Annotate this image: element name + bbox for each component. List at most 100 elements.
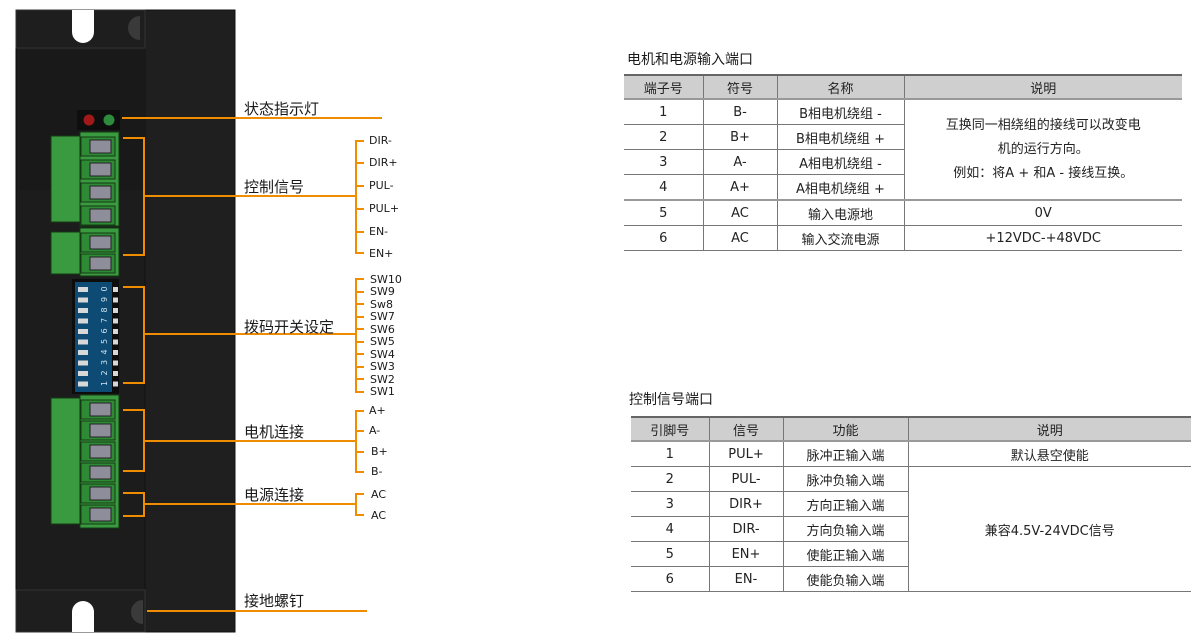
- cell-function: 脉冲负输入端: [782, 466, 909, 492]
- cell-function: 方向正输入端: [782, 491, 908, 517]
- dip-number: 3: [100, 360, 109, 365]
- sw-label: SW5: [370, 335, 395, 348]
- dip-number: 2: [100, 370, 109, 375]
- pin-label: PUL-: [369, 179, 394, 192]
- dip-toggle: 8: [78, 307, 118, 313]
- table-row: 3 A- A相电机绕组 -: [624, 149, 1182, 175]
- pin-label: B-: [371, 465, 383, 478]
- description-line: 互换同一相绕组的接线可以改变电: [945, 117, 1141, 133]
- dip-number: 8: [100, 307, 109, 312]
- dip-number: 4: [100, 349, 109, 354]
- cell-name: B相电机绕组 +: [776, 124, 904, 150]
- cell-signal: EN+: [708, 541, 784, 567]
- bracket-motor-right: [355, 410, 362, 473]
- cell-pin: 1: [631, 441, 710, 467]
- cell-description-merged: 互换同一相绕组的接线可以改变电 机的运行方向。 例如：将A + 和A - 接线互…: [903, 99, 1182, 201]
- dip-toggle: 1: [78, 381, 118, 387]
- red-led-icon: [83, 114, 95, 126]
- dip-toggle: 4: [78, 349, 118, 355]
- pin-label: DIR+: [369, 156, 398, 169]
- table-row: 1 B- B相电机绕组 - 互换同一相绕组的接线可以改变电 机的运行方向。 例如…: [624, 99, 1182, 201]
- table-row: 4 A+ A相电机绕组 +: [624, 174, 1182, 201]
- table-row: 4 DIR- 方向负输入端: [631, 516, 1191, 542]
- terminal-slot: [80, 136, 116, 157]
- dip-toggle: 5: [78, 339, 118, 345]
- cell-signal: DIR-: [708, 516, 784, 542]
- cell-function: 脉冲正输入端: [782, 441, 909, 467]
- cell-name: A相电机绕组 -: [776, 149, 904, 175]
- terminal-slot: [80, 159, 116, 180]
- power-table: 端子号 符号 名称 说明 1 B- B相电机绕组 - 互换同一相绕组的接线可以改…: [624, 74, 1182, 251]
- pin-label: EN-: [369, 225, 389, 238]
- terminal-slot: [80, 205, 116, 226]
- pin-label: AC: [371, 488, 387, 501]
- dip-toggle: 9: [78, 297, 118, 303]
- terminal-slot: [80, 420, 116, 441]
- cell-description: 0V: [903, 199, 1182, 226]
- table-row: 6 AC 输入交流电源 +12VDC-+48VDC: [624, 225, 1182, 251]
- sw-label: SW6: [370, 323, 395, 336]
- callout-power-connection: 电源连接: [244, 486, 305, 504]
- dip-toggle: 2: [78, 370, 118, 376]
- callout-dip-switch: 拨码开关设定: [244, 318, 335, 336]
- pin-label: DIR-: [369, 134, 392, 147]
- cell-description-merged: 兼容4.5V-24VDC信号: [907, 466, 1191, 592]
- dip-toggle: 3: [78, 360, 118, 366]
- cell-description: +12VDC-+48VDC: [903, 225, 1182, 251]
- dip-toggle: 0: [78, 286, 118, 292]
- terminal-slot: [80, 182, 116, 203]
- callout-ground-screw: 接地螺钉: [244, 592, 305, 610]
- ground-screw-icon: [131, 600, 143, 624]
- sw-label: SW7: [370, 310, 395, 323]
- cell-description: 默认悬空使能: [907, 441, 1191, 467]
- pin-label: AC: [371, 509, 387, 522]
- pin-tick-marks: [356, 140, 364, 516]
- bracket-control-right: [355, 140, 362, 254]
- column-header: 名称: [776, 74, 905, 100]
- driver-side-panel: [144, 9, 236, 633]
- cell-pin: 5: [631, 541, 710, 567]
- description-line: 例如：将A + 和A - 接线互换。: [953, 165, 1134, 181]
- table-row: 2 PUL- 脉冲负输入端 兼容4.5V-24VDC信号: [631, 466, 1191, 592]
- bottom-mount-slot: [72, 601, 94, 632]
- cell-signal: PUL+: [708, 441, 784, 467]
- sw-label: Sw8: [370, 298, 393, 311]
- column-header: 引脚号: [631, 416, 710, 442]
- cell-name: B相电机绕组 -: [776, 99, 905, 125]
- table-row: 1 PUL+ 脉冲正输入端 默认悬空使能: [631, 441, 1191, 467]
- column-header: 说明: [903, 74, 1182, 100]
- sw-label: SW1: [370, 385, 395, 398]
- terminal-slot: [80, 232, 116, 253]
- dip-toggle: 6: [78, 328, 118, 334]
- cell-symbol: A-: [702, 149, 778, 175]
- cell-function: 方向负输入端: [782, 516, 908, 542]
- table-row: 2 B+ B相电机绕组 +: [624, 124, 1182, 150]
- cell-signal: PUL-: [708, 466, 784, 492]
- table-row: 3 DIR+ 方向正输入端: [631, 491, 1191, 517]
- column-header: 符号: [702, 74, 778, 100]
- callout-motor-connection: 电机连接: [244, 423, 305, 441]
- cell-symbol: AC: [702, 225, 778, 251]
- callout-status-led: 状态指示灯: [244, 100, 320, 118]
- cell-name: 输入电源地: [776, 199, 905, 226]
- table-row: 5 EN+ 使能正输入端: [631, 541, 1191, 567]
- cell-symbol: A+: [702, 174, 778, 201]
- green-led-icon: [103, 114, 115, 126]
- table-row: 5 AC 输入电源地 0V: [624, 199, 1182, 226]
- sw-label: SW9: [370, 285, 395, 298]
- terminal-slot: [80, 253, 116, 274]
- bracket-power-right: [355, 493, 364, 516]
- terminal-slot: [80, 399, 116, 420]
- cell-terminal: 4: [624, 174, 704, 201]
- cell-signal: EN-: [708, 566, 784, 592]
- cell-signal: DIR+: [708, 491, 784, 517]
- driver-illustration: 0 9 8 7 6 5 4 3 2 1: [15, 9, 382, 633]
- cell-symbol: B+: [702, 124, 778, 150]
- sw-label: SW2: [370, 373, 395, 386]
- cell-terminal: 2: [624, 124, 704, 150]
- pin-label: A+: [369, 404, 386, 417]
- cell-symbol: B-: [702, 99, 778, 125]
- column-header: 信号: [708, 416, 784, 442]
- dip-toggle: 7: [78, 318, 118, 324]
- signal-table: 引脚号 信号 功能 说明 1 PUL+ 脉冲正输入端 默认悬空使能 2 PUL-…: [631, 416, 1191, 592]
